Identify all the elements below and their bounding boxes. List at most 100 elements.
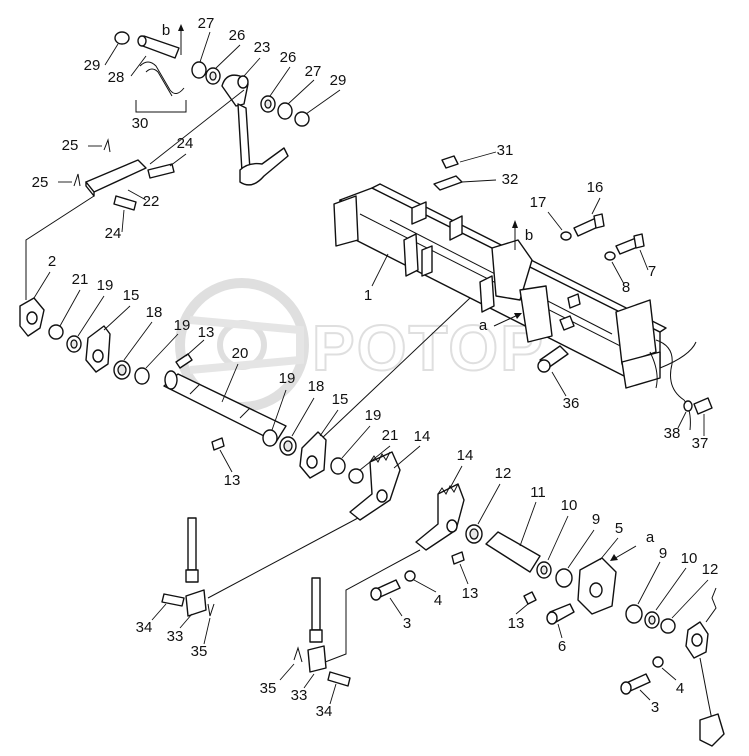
callout-c24a: 24 — [177, 135, 194, 152]
callout-c13c: 13 — [462, 585, 479, 602]
callout-c14b: 14 — [457, 447, 474, 464]
callout-c5: 5 — [615, 520, 623, 537]
callout-c17: 17 — [530, 194, 547, 211]
washer-4-left — [404, 570, 416, 582]
callout-c1: 1 — [364, 287, 372, 304]
callout-c16: 16 — [587, 179, 604, 196]
bushing-27-right — [277, 102, 293, 120]
callout-c29b: 29 — [330, 72, 347, 89]
callout-c25a: 25 — [62, 137, 79, 154]
callout-c18b: 18 — [308, 378, 325, 395]
frame-hardware — [433, 151, 713, 436]
lever-15-left — [85, 325, 111, 373]
washer-8 — [604, 251, 616, 261]
wire-harness — [655, 339, 691, 431]
callout-c34b: 34 — [316, 703, 333, 720]
key-13-upper — [175, 353, 193, 369]
callout-c36: 36 — [563, 395, 580, 412]
group-bracket-30 — [135, 100, 187, 113]
callout-c37: 37 — [692, 435, 709, 452]
callout-c15b: 15 — [332, 391, 349, 408]
shaft-11 — [485, 531, 541, 573]
callout-c4b: 4 — [676, 680, 684, 697]
callout-c9b: 9 — [659, 545, 667, 562]
callout-c27b: 27 — [305, 63, 322, 80]
bolt-34-right — [327, 671, 351, 687]
callout-c25b: 25 — [32, 174, 49, 191]
rod-left — [187, 517, 197, 571]
callout-c32: 32 — [502, 171, 519, 188]
bushing-27-left — [191, 61, 207, 79]
frame-right-plate — [615, 299, 657, 365]
rod-end-right — [699, 713, 725, 747]
callout-ca1: a — [479, 317, 488, 334]
callout-c7: 7 — [648, 263, 656, 280]
nut-31 — [441, 155, 459, 169]
bolt-34-left — [161, 593, 185, 607]
clip-30 — [139, 61, 185, 94]
callout-c14a: 14 — [414, 428, 431, 445]
connection-line-14-33-left — [207, 517, 359, 599]
clevis-33-right — [307, 645, 327, 673]
bolt-24-upper — [147, 163, 175, 179]
callout-c3a: 3 — [403, 615, 411, 632]
callout-c10b: 10 — [681, 550, 698, 567]
callout-c38: 38 — [664, 425, 681, 442]
main-frame-1 — [319, 183, 697, 441]
key-13-low — [523, 591, 537, 605]
callout-c21b: 21 — [382, 427, 399, 444]
callout-c15a: 15 — [123, 287, 140, 304]
callout-c30: 30 — [132, 115, 149, 132]
callout-c19a: 19 — [97, 277, 114, 294]
key-13-lower — [211, 437, 225, 451]
clevis-rod — [239, 147, 289, 186]
callout-c2: 2 — [48, 253, 56, 270]
callout-c18a: 18 — [146, 304, 163, 321]
callout-c13d: 13 — [508, 615, 525, 632]
bolt-37 — [693, 397, 713, 415]
callout-c31: 31 — [497, 142, 514, 159]
sector-14-lower — [415, 483, 465, 551]
callout-c19c: 19 — [279, 370, 296, 387]
callout-c21a: 21 — [72, 271, 89, 288]
washer-21-right — [348, 468, 364, 484]
rod-right — [311, 577, 321, 631]
cotter-35-left — [207, 603, 215, 617]
lower-linkage-group — [207, 445, 725, 747]
callout-c13a: 13 — [198, 324, 215, 341]
cotter-25-lower — [73, 173, 81, 187]
callout-c28: 28 — [108, 69, 125, 86]
bushing-9-left — [555, 568, 573, 588]
callout-c24b: 24 — [105, 225, 122, 242]
callout-c13b: 13 — [224, 472, 241, 489]
callout-c26b: 26 — [280, 49, 297, 66]
callout-c35b: 35 — [260, 680, 277, 697]
washer-21-left — [48, 324, 64, 340]
cotter-25-upper — [103, 138, 111, 153]
frame-center-block — [491, 239, 533, 301]
sector-14-upper — [349, 451, 401, 521]
callout-c34a: 34 — [136, 619, 153, 636]
callout-cbmid: b — [525, 227, 533, 244]
callout-c27a: 27 — [198, 15, 215, 32]
callout-c19d: 19 — [365, 407, 382, 424]
watermark-text: POTOP — [312, 312, 545, 384]
frame-left-plate — [333, 195, 359, 247]
key-13-mid — [451, 551, 465, 565]
callout-c20: 20 — [232, 345, 249, 362]
callout-c12b: 12 — [702, 561, 719, 578]
cotter-35-right — [293, 646, 303, 663]
link-22 — [85, 159, 147, 193]
callout-ca2: a — [646, 529, 655, 546]
lever-15-right — [299, 431, 327, 479]
callout-c29a: 29 — [84, 57, 101, 74]
plate-32 — [433, 175, 463, 191]
shaft-assembly — [19, 271, 391, 484]
connection-line-14-33 — [319, 549, 421, 665]
callout-c33b: 33 — [291, 687, 308, 704]
callout-c10a: 10 — [561, 497, 578, 514]
callout-c19b: 19 — [174, 317, 191, 334]
callout-c9a: 9 — [592, 511, 600, 528]
upper-linkage-group — [25, 24, 341, 300]
